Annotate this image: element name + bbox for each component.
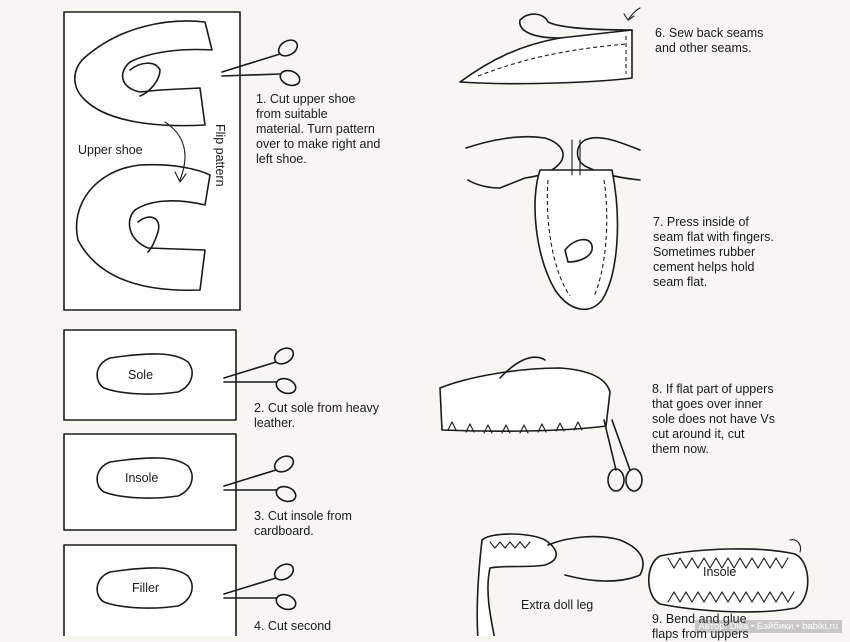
sole-panel	[63, 329, 297, 421]
sewn-shoe-illustration	[459, 7, 641, 85]
upper-piece-bottom-tab	[137, 216, 160, 253]
flip-arrow-head	[174, 171, 187, 183]
label-insole-right: Insole	[703, 565, 737, 579]
step-8-text: 8. If flat part of uppers that goes over…	[652, 382, 775, 456]
upper-piece-top	[74, 20, 213, 127]
filler-shape	[96, 567, 193, 609]
step-4-text: 4. Cut second	[254, 619, 332, 633]
upper-with-flap	[439, 367, 611, 432]
v-cuts	[447, 421, 583, 434]
doll-leg-illustration	[476, 533, 644, 636]
label-extra-doll-leg: Extra doll leg	[521, 598, 594, 612]
left-hand	[465, 135, 564, 189]
insole-with-flaps-illustration	[648, 539, 809, 613]
inner-seam-left	[546, 179, 571, 297]
filler-material	[63, 544, 237, 636]
insole-shape	[96, 457, 193, 499]
sole-shape	[96, 353, 193, 395]
upper-piece-bottom	[75, 163, 211, 292]
watermark: Автор: Dilla • Бэйбики • babiki.ru	[694, 620, 842, 633]
seam-stitches	[477, 43, 627, 77]
flaps-on-leg	[489, 541, 531, 549]
label-flip-pattern: Flip pattern	[213, 124, 227, 187]
scissors-icon	[603, 419, 643, 492]
label-upper-shoe: Upper shoe	[78, 143, 143, 157]
label-sole: Sole	[128, 368, 154, 382]
extra-doll-leg	[476, 533, 558, 636]
upper-strap	[499, 356, 546, 379]
scissors-icon	[223, 563, 297, 611]
upper-piece-top-tab	[129, 62, 161, 97]
scissors-icon	[223, 347, 297, 395]
filler-panel	[63, 544, 297, 636]
insole-panel	[63, 433, 297, 531]
insole-material	[63, 433, 237, 531]
curl-arrow	[789, 539, 802, 553]
press-seam-illustration	[465, 135, 641, 311]
step-6-text: 6. Sew back seams and other seams.	[655, 26, 764, 55]
step-2-text: 2. Cut sole from heavy leather.	[254, 401, 380, 430]
glued-flaps	[667, 557, 795, 603]
inner-seam-right	[593, 179, 608, 297]
holding-hand	[547, 535, 644, 582]
scissors-icon	[223, 455, 297, 503]
shoe-body	[459, 29, 633, 85]
shoe-opening	[564, 238, 593, 263]
scissors-icon	[221, 39, 301, 87]
step-1-text: 1. Cut upper shoe from suitable material…	[256, 92, 381, 166]
shoe-strap	[519, 13, 633, 39]
cut-vs-illustration	[439, 356, 643, 492]
needle-arrow	[623, 13, 635, 21]
pinched-seam	[571, 139, 581, 176]
step-7-text: 7. Press inside of seam flat with finger…	[653, 215, 774, 289]
needle-mark	[627, 7, 641, 21]
label-insole: Insole	[125, 471, 159, 485]
sole-material	[63, 329, 237, 421]
shoe-upside-down	[534, 169, 619, 311]
flip-arrow	[164, 121, 186, 181]
step-3-text: 3. Cut insole from cardboard.	[254, 509, 352, 538]
upper-shoe-pattern-panel	[63, 11, 301, 311]
label-filler: Filler	[132, 581, 160, 595]
